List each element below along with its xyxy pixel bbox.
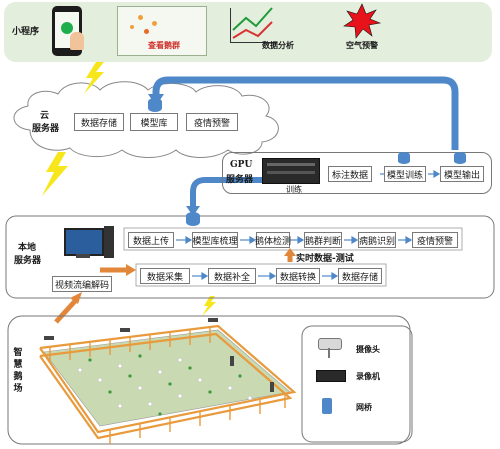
farm-cameras bbox=[44, 318, 274, 392]
view-flock-panel bbox=[117, 6, 207, 56]
gpu-server-label-line2: 服务器 bbox=[226, 175, 254, 185]
farm-label-char: 场 bbox=[13, 384, 23, 394]
farm-label-char: 慧 bbox=[13, 360, 23, 370]
local-server-label-line2: 服务器 bbox=[14, 256, 42, 266]
goose-field bbox=[43, 329, 291, 427]
monitor-icon bbox=[64, 228, 104, 256]
model-return-arrow bbox=[152, 76, 459, 150]
local-box-sick-goose-recognition: 病鹅识别 bbox=[358, 232, 396, 248]
database-icon bbox=[148, 98, 162, 112]
air-alert-label: 空气预警 bbox=[346, 40, 378, 50]
data-analysis-label: 数据分析 bbox=[262, 40, 294, 50]
data-analysis-chart-icon bbox=[230, 8, 277, 43]
gpu-server-icon bbox=[262, 158, 320, 184]
fence-posts bbox=[49, 327, 286, 444]
local-box-epidemic-alert: 疫情预警 bbox=[412, 232, 458, 248]
recorder-icon bbox=[316, 370, 346, 382]
local-box-data-collection: 数据采集 bbox=[140, 268, 190, 284]
cloud-box-epidemic-alert: 疫情预警 bbox=[186, 113, 238, 131]
camera-feed-arrow bbox=[54, 298, 78, 324]
goose-icon bbox=[152, 21, 157, 26]
gpu-box-annotate-data: 标注数据 bbox=[328, 166, 372, 182]
gpu-server-panel bbox=[222, 152, 492, 194]
local-server-label-line1: 本地 bbox=[18, 243, 37, 253]
cloud-box-model-library: 模型库 bbox=[130, 113, 178, 131]
local-box-data-storage: 数据存储 bbox=[338, 268, 382, 284]
cloud-server-label-line2: 服务器 bbox=[32, 124, 60, 134]
farm-panel bbox=[7, 315, 411, 445]
camera-mount bbox=[328, 348, 330, 358]
lightning-icon bbox=[202, 296, 216, 316]
red-trend-line bbox=[232, 21, 273, 39]
local-box-data-completion: 数据补全 bbox=[208, 268, 256, 284]
cloud-server-label-line1: 云 bbox=[40, 111, 50, 121]
farm-label-char: 鹅 bbox=[13, 372, 23, 382]
goose-icon bbox=[130, 25, 134, 29]
lightning-icon bbox=[42, 152, 68, 196]
local-box-flock-judgment: 鹅群判断 bbox=[304, 232, 342, 248]
lightning-icon bbox=[84, 62, 104, 94]
realtime-test-label: 实时数据-测试 bbox=[296, 254, 354, 264]
legend-recorder-label: 录像机 bbox=[356, 371, 380, 381]
geese bbox=[77, 357, 253, 409]
local-box-data-conversion: 数据转换 bbox=[276, 268, 320, 284]
cloud-box-data-storage: 数据存储 bbox=[74, 113, 124, 131]
local-server-panel bbox=[5, 215, 495, 299]
mini-program-label: 小程序 bbox=[12, 27, 40, 37]
goose-icon bbox=[138, 15, 143, 20]
database-icon bbox=[186, 212, 200, 226]
deploy-arrow bbox=[190, 177, 300, 208]
farm-label-char: 智 bbox=[13, 348, 23, 358]
camera-icon bbox=[318, 338, 342, 350]
goose-icon bbox=[144, 29, 149, 34]
database-icon bbox=[454, 152, 466, 164]
phone-icon bbox=[52, 6, 84, 56]
video-decode-box: 视频流编解码 bbox=[52, 276, 112, 292]
legend-panel bbox=[301, 325, 413, 443]
network-bridge-icon bbox=[322, 398, 332, 414]
gpu-box-model-training: 模型训练 bbox=[384, 166, 426, 182]
database-icon bbox=[398, 152, 410, 164]
tower-icon bbox=[104, 226, 114, 258]
gpu-server-label-line1: GPU bbox=[230, 160, 253, 170]
gpu-box-model-output: 模型输出 bbox=[440, 166, 484, 182]
view-flock-label: 查看鹅群 bbox=[148, 40, 180, 50]
local-box-goose-detection: 鹅体检测 bbox=[255, 232, 291, 248]
local-box-data-upload: 数据上传 bbox=[128, 232, 174, 248]
gpu-caption: 训练 bbox=[286, 185, 302, 194]
local-box-model-library-sort: 模型库梳理 bbox=[192, 232, 238, 248]
plants bbox=[88, 354, 242, 416]
monitor-stand bbox=[76, 254, 90, 258]
legend-camera-label: 摄像头 bbox=[356, 344, 380, 354]
legend-bridge-label: 网桥 bbox=[356, 402, 372, 412]
fence bbox=[39, 324, 297, 440]
green-trend-line bbox=[232, 7, 273, 31]
